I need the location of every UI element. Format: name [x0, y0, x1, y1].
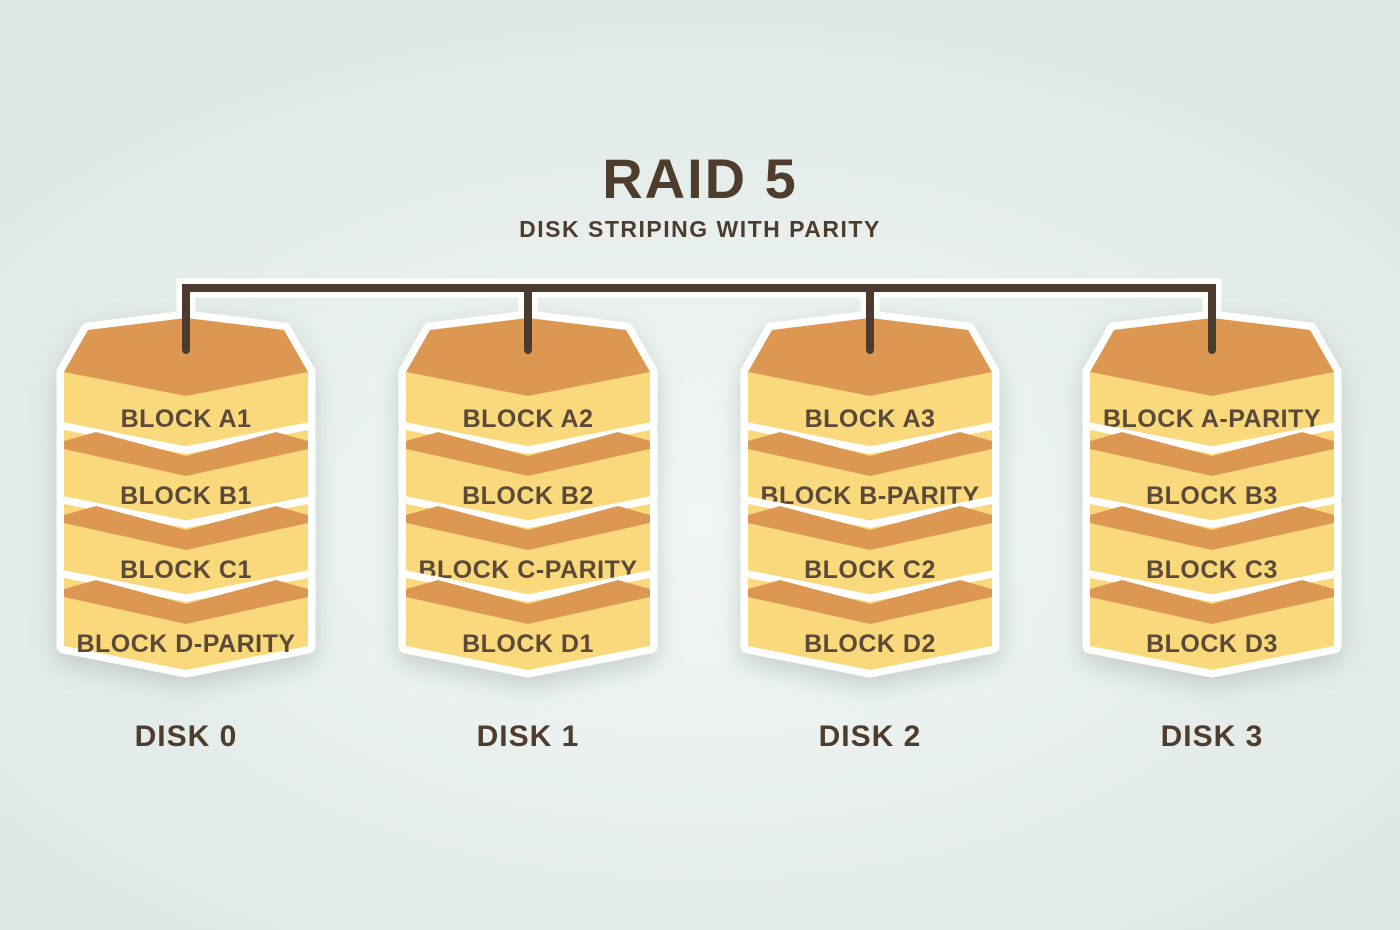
block-label: BLOCK C1	[120, 556, 252, 584]
block-top-face	[748, 432, 992, 476]
disk-block: BLOCK D3	[1082, 570, 1342, 678]
block-top-face	[748, 506, 992, 550]
block-top-face	[64, 506, 308, 550]
block-top-face	[406, 506, 650, 550]
block-label: BLOCK A3	[805, 405, 936, 433]
disk-block: BLOCK D1	[398, 570, 658, 678]
disk-block: BLOCK A3	[740, 310, 1000, 456]
disk-stack-1: BLOCK A2 BLOCK B2 BLOCK C-PARITY BLOCK D…	[398, 310, 658, 782]
block-top-face	[406, 580, 650, 624]
disk-stack-3: BLOCK A-PARITY BLOCK B3 BLOCK C3 BLOCK D…	[1082, 310, 1342, 782]
block-top-face	[64, 580, 308, 624]
disk-stack-3-graphic: BLOCK A-PARITY BLOCK B3 BLOCK C3 BLOCK D…	[1082, 310, 1342, 678]
disk-block: BLOCK A2	[398, 310, 658, 456]
block-label: BLOCK A-PARITY	[1103, 405, 1321, 433]
block-top-face	[64, 432, 308, 476]
disk-block: BLOCK A1	[56, 310, 316, 456]
bus-halo-line	[176, 278, 1222, 352]
block-label: BLOCK D1	[462, 630, 594, 658]
block-label: BLOCK C-PARITY	[418, 556, 637, 584]
disk-block: BLOCK C2	[740, 496, 1000, 604]
block-label: BLOCK C2	[804, 556, 936, 584]
block-top-face	[1090, 580, 1334, 624]
block-label: BLOCK B3	[1146, 482, 1278, 510]
block-top-face	[748, 580, 992, 624]
block-label: BLOCK B1	[120, 482, 252, 510]
disk-block: BLOCK C3	[1082, 496, 1342, 604]
disk-block: BLOCK D-PARITY	[56, 570, 316, 678]
disk-stack-0: BLOCK A1 BLOCK B1 BLOCK C1 BLOCK D-PARIT…	[56, 310, 316, 782]
block-label: BLOCK D-PARITY	[76, 630, 295, 658]
disk-label-1: DISK 1	[476, 720, 580, 753]
block-top-face	[1090, 432, 1334, 476]
disk-label-2: DISK 2	[818, 720, 922, 753]
block-label: BLOCK C3	[1146, 556, 1278, 584]
disk-stack-1-graphic: BLOCK A2 BLOCK B2 BLOCK C-PARITY BLOCK D…	[398, 310, 658, 678]
block-label: BLOCK B2	[462, 482, 594, 510]
bus-line	[182, 284, 1216, 354]
diagram-title: RAID 5	[602, 147, 798, 210]
disk-stack-2: BLOCK A3 BLOCK B-PARITY BLOCK C2 BLOCK D…	[740, 310, 1000, 782]
block-label: BLOCK A1	[121, 405, 252, 433]
diagram-subtitle: DISK STRIPING WITH PARITY	[519, 216, 881, 242]
disk-label-0: DISK 0	[134, 720, 238, 753]
block-label: BLOCK D3	[1146, 630, 1278, 658]
block-label: BLOCK A2	[463, 405, 594, 433]
disk-block: BLOCK D2	[740, 570, 1000, 678]
block-label: BLOCK B-PARITY	[760, 482, 979, 510]
disk-label-3: DISK 3	[1160, 720, 1264, 753]
disk-stack-2-graphic: BLOCK A3 BLOCK B-PARITY BLOCK C2 BLOCK D…	[740, 310, 1000, 678]
block-top-face	[1090, 506, 1334, 550]
block-top-face	[406, 432, 650, 476]
disk-stack-0-graphic: BLOCK A1 BLOCK B1 BLOCK C1 BLOCK D-PARIT…	[56, 310, 316, 678]
disk-block: BLOCK A-PARITY	[1082, 310, 1342, 456]
block-label: BLOCK D2	[804, 630, 936, 658]
